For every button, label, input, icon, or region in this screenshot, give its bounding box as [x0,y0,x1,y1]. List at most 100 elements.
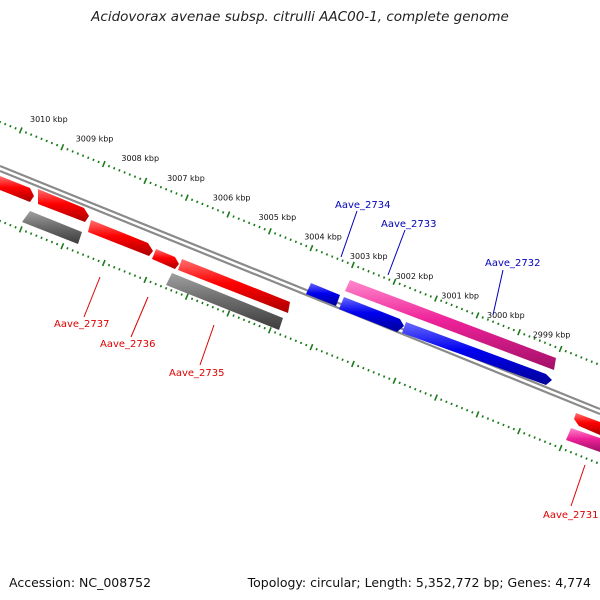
ruler-tick [164,286,168,290]
ruler-tick [92,257,95,261]
gene-arrow-pink[interactable] [345,280,556,370]
gene-arrow-gray[interactable] [22,211,82,244]
ruler-tick [294,240,298,244]
ruler-tick [216,208,220,212]
gene-label[interactable]: Aave_2736 [100,339,156,350]
ruler-tick [289,337,292,341]
ruler-tick [336,356,339,359]
ruler-tick [388,377,391,380]
gene-label[interactable]: Aave_2734 [335,200,391,211]
gene-label[interactable]: Aave_2731 [543,510,599,521]
ruler-tick [450,402,453,406]
gene-arrow-red[interactable] [38,189,89,222]
ruler-tick [460,307,464,311]
gene-arrow-blue[interactable] [306,283,340,306]
ruler-tick [580,455,583,458]
ruler-tick [346,261,349,265]
ruler-tick [123,171,126,174]
gene-arrow-red[interactable] [152,249,179,269]
gene-arrow-red[interactable] [178,259,290,313]
ruler-tick [87,255,90,259]
ruler-tick [247,221,251,225]
ruler-tick [429,394,432,397]
ruler-tick [154,183,157,187]
ruler-tick [475,411,480,418]
ruler-tick [341,259,344,263]
ruler-tick [40,236,43,240]
ruler-tick [170,190,173,193]
kbp-tick-label: 3007 kbp [167,174,205,183]
gene-arrow-red[interactable] [574,413,600,435]
ruler-tick [267,228,272,235]
ruler-tick [486,318,490,321]
ruler-tick [263,227,266,231]
ruler-tick [507,425,510,429]
ruler-tick [475,312,480,319]
ruler-tick [284,335,287,338]
ruler-tick [4,122,7,126]
ruler-tick [24,230,28,233]
ruler-tick [18,127,23,134]
ruler-tick [445,400,448,404]
ruler-tick [226,310,231,317]
ruler-tick [237,316,240,320]
gene-label[interactable]: Aave_2735 [169,368,225,379]
ruler-tick [528,335,531,338]
ruler-tick [325,253,329,256]
ruler-tick [190,297,194,301]
ruler-tick [29,133,33,136]
ruler-tick [569,450,573,454]
ruler-tick [558,444,563,452]
ruler-tick [590,360,593,363]
ruler-tick [55,143,59,147]
gene-label[interactable]: Aave_2737 [54,319,110,330]
ruler-tick [471,410,474,414]
ruler-tick [76,152,80,155]
ruler-tick [107,263,111,267]
ruler-tick [392,278,397,286]
ruler-tick [440,299,443,303]
ruler-tick [50,141,54,145]
ruler-tick [590,459,593,462]
ruler-tick [190,198,194,202]
ruler-tick [133,175,137,178]
ruler-tick [440,398,443,402]
ruler-tick [305,343,308,347]
ruler-tick [434,394,438,401]
ruler-tick [580,356,583,359]
gene-arrow-red[interactable] [88,220,153,256]
ruler-tick [356,364,360,368]
ruler-tick [143,276,148,284]
gene-arrow-blue[interactable] [339,297,404,332]
ruler-tick [424,293,427,296]
ruler-tick [143,177,148,185]
ruler-tick [9,124,12,128]
ruler-tick [66,247,69,250]
ruler-tick [35,135,38,139]
ruler-tick [4,221,7,225]
ruler-tick [372,371,375,374]
ruler-tick [289,238,292,242]
ruler-tick [133,274,137,277]
ruler-tick [45,238,48,242]
ruler-tick [414,288,417,292]
gene-label[interactable]: Aave_2733 [381,219,437,230]
ruler-tick [170,289,173,292]
kbp-tick-label: 3005 kbp [259,213,297,222]
gene-arrow-red[interactable] [0,176,34,202]
gene-arrow-pink[interactable] [566,428,600,452]
ruler-tick [450,303,453,307]
ruler-tick [299,242,303,246]
gene-label[interactable]: Aave_2732 [485,258,541,269]
gene-arrow-gray[interactable] [166,273,283,330]
ruler-tick [101,259,106,267]
ruler-tick [237,217,240,221]
ruler-tick [123,270,126,273]
ruler-tick [585,358,588,361]
ruler-tick [564,349,567,353]
gene-arrow-blue[interactable] [402,322,552,385]
gene-features [0,176,600,452]
ruler-tick [92,158,95,162]
ruler-tick [331,255,334,258]
